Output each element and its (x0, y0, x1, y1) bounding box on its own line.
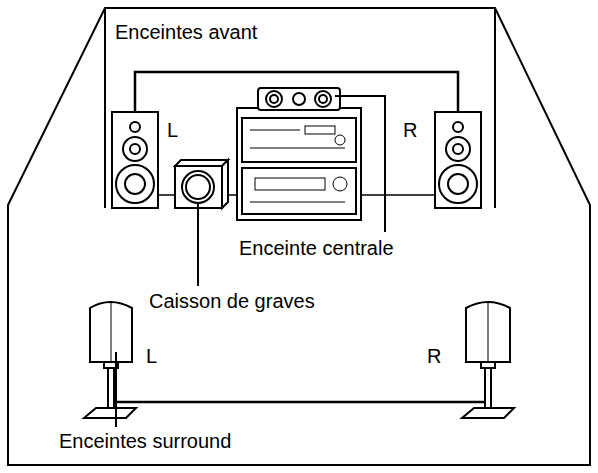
subwoofer (175, 160, 228, 208)
surround-left-speaker (84, 302, 136, 418)
part-label: Enceintes surround (58, 430, 232, 452)
front-wire (135, 72, 458, 112)
surround-wire (112, 401, 488, 404)
label-holder: Enceinte centrale (238, 236, 395, 260)
front-right-speaker (435, 112, 481, 208)
surround-right-speaker (462, 302, 514, 418)
label-holder: Enceintes avant (114, 20, 258, 44)
front-left-speaker (112, 112, 158, 208)
label-holder: R (426, 344, 442, 368)
room-outline (8, 8, 590, 465)
center-leader (335, 96, 385, 232)
surround-leader (115, 352, 117, 427)
part-label: Enceintes avant (114, 21, 258, 43)
subwoofer-leader (197, 203, 199, 286)
av-rack (237, 108, 361, 220)
part-label: Enceinte centrale (238, 237, 395, 259)
label-holder: Enceintes surround (58, 429, 232, 453)
channel-letter: R (426, 345, 442, 367)
label-holder: L (166, 118, 179, 142)
channel-letter: L (145, 345, 158, 367)
label-holder: R (402, 118, 418, 142)
center-speaker (258, 88, 340, 110)
label-holder: L (145, 344, 158, 368)
label-holder: Caisson de graves (148, 289, 316, 313)
channel-letter: R (402, 119, 418, 141)
channel-letter: L (166, 119, 179, 141)
part-label: Caisson de graves (148, 290, 316, 312)
